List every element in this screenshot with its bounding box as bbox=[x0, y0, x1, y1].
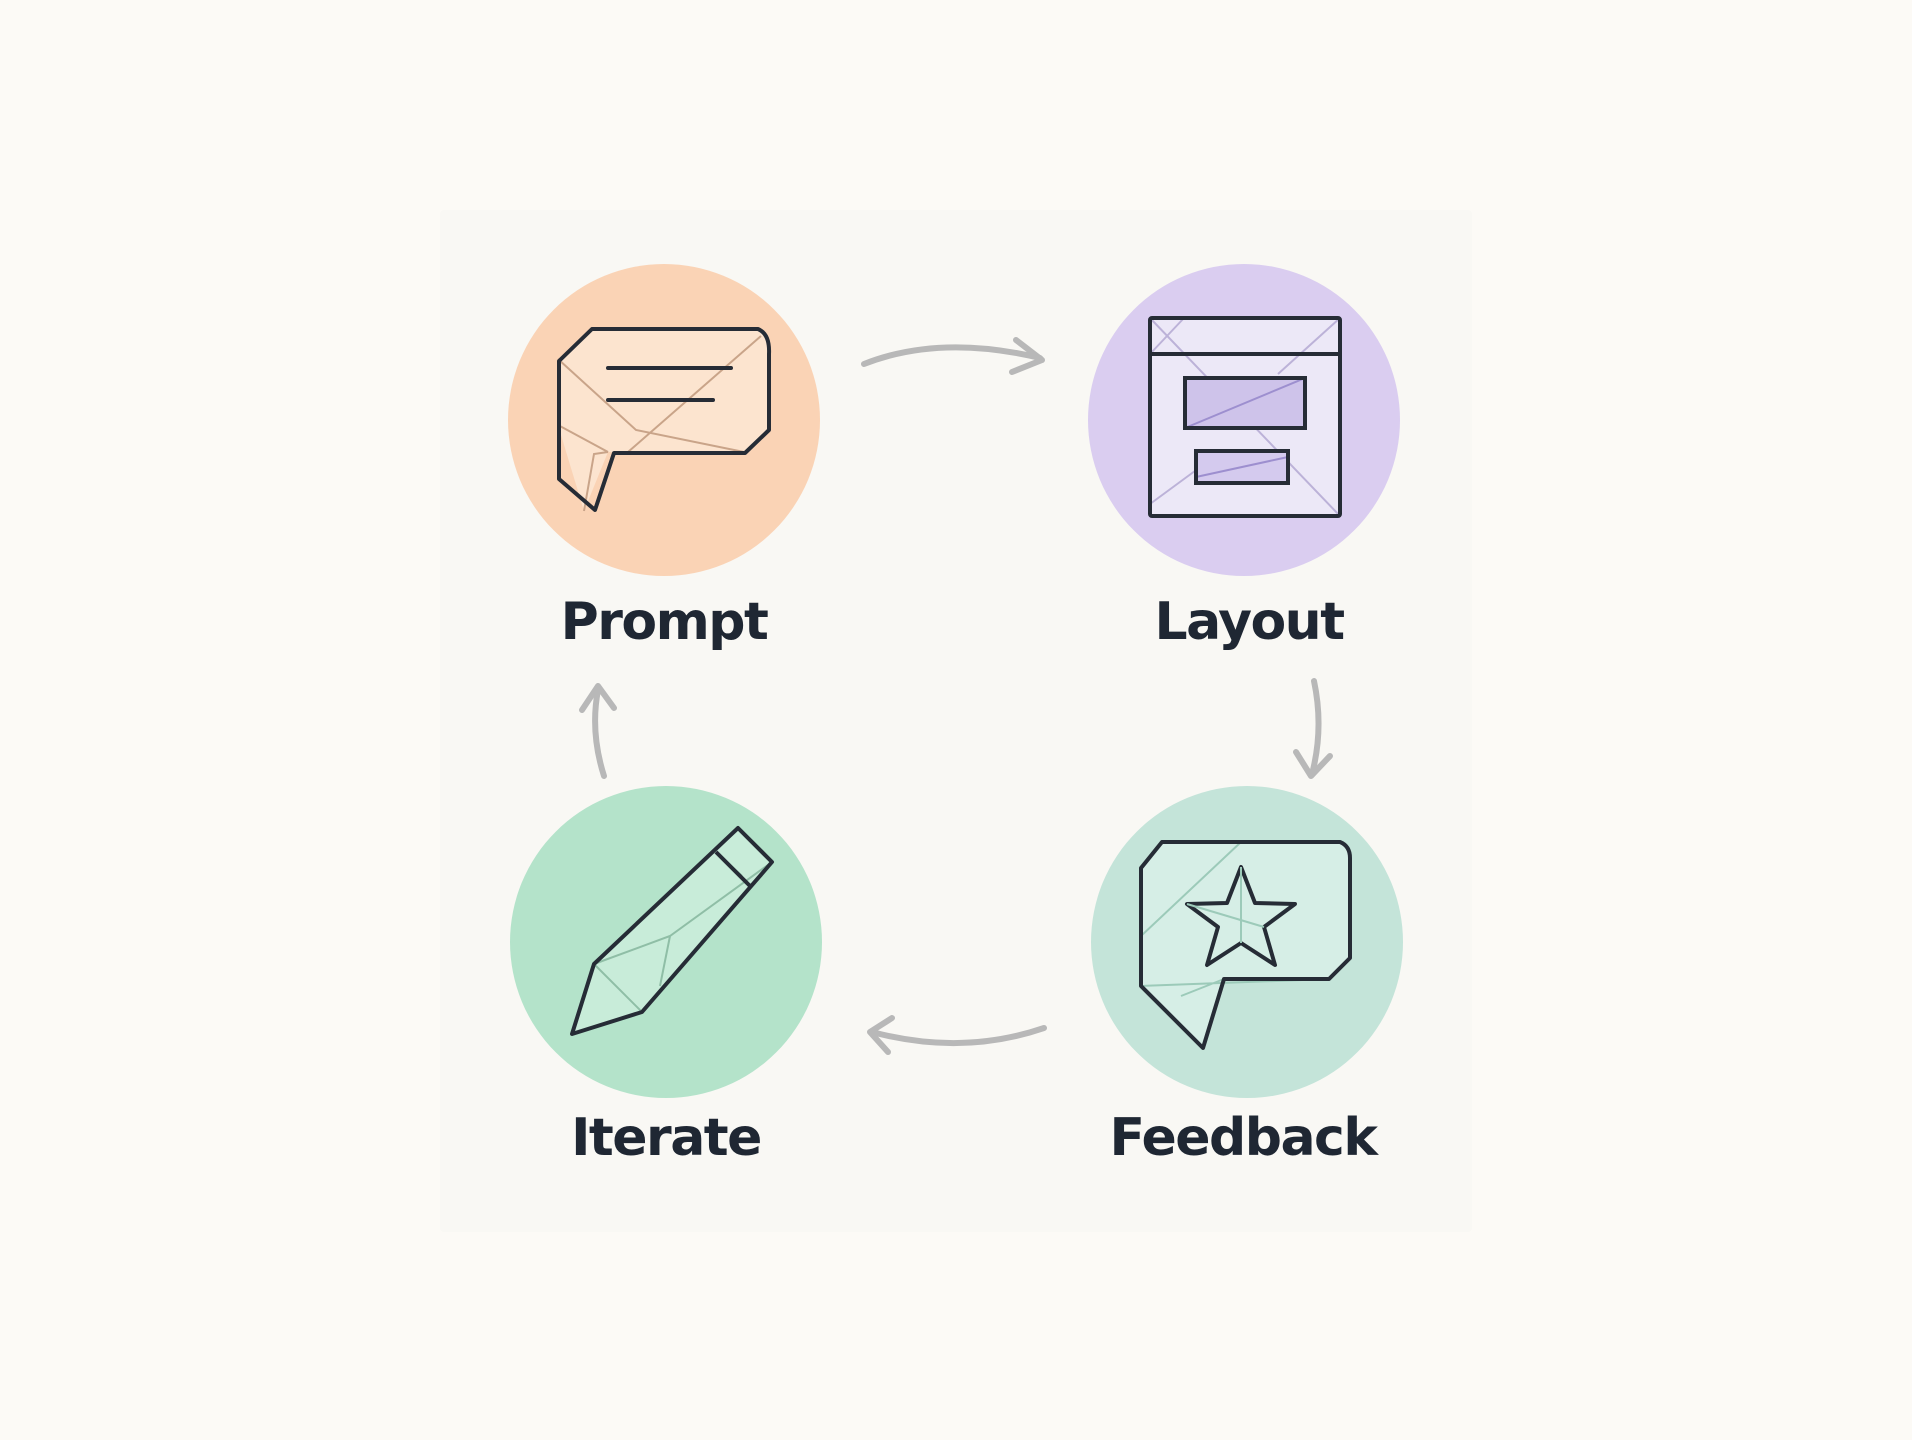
iterate-label: Iterate bbox=[571, 1108, 762, 1168]
feedback-label: Feedback bbox=[1109, 1108, 1378, 1168]
star-chat-bubble-icon bbox=[1139, 840, 1352, 1050]
layout-label: Layout bbox=[1154, 592, 1345, 652]
iterate-node bbox=[510, 786, 822, 1098]
wireframe-layout-icon bbox=[1148, 316, 1342, 518]
feedback-node bbox=[1091, 786, 1403, 1098]
pencil-icon bbox=[570, 826, 774, 1036]
chat-bubble-icon bbox=[557, 327, 772, 512]
prompt-label: Prompt bbox=[560, 592, 769, 652]
prompt-node bbox=[508, 264, 820, 576]
layout-node bbox=[1088, 264, 1400, 576]
